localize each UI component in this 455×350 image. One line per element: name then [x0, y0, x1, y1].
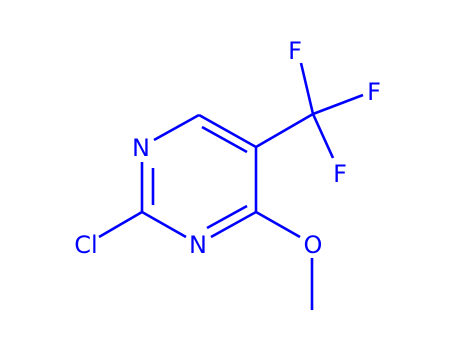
atom-o-label: O	[304, 231, 323, 259]
bond-c6-c5	[198, 113, 257, 149]
bond-c4-n3-inner	[206, 204, 248, 230]
atom-label-group: N N Cl O F F F	[74, 37, 381, 259]
bond-n3-c2	[141, 210, 187, 239]
bond-cf3-f3	[311, 113, 335, 159]
atom-f3-label: F	[333, 160, 347, 188]
bond-c6-c5-inner	[201, 125, 248, 154]
bond-cf3-f2	[312, 93, 364, 116]
atom-f2-label: F	[367, 78, 381, 106]
bond-n1-c6	[153, 113, 200, 142]
atom-f1-label: F	[288, 37, 302, 65]
atom-n3-label: N	[189, 231, 207, 259]
bond-c4-n3	[210, 210, 257, 239]
bond-group	[98, 62, 364, 310]
bond-c5-cf3	[255, 112, 314, 149]
bond-c4-o	[255, 210, 301, 239]
atom-n1-label: N	[132, 134, 150, 162]
bond-c2-cl	[98, 210, 143, 239]
atom-cl-label: Cl	[74, 231, 97, 259]
bond-cf3-f1	[299, 62, 315, 115]
